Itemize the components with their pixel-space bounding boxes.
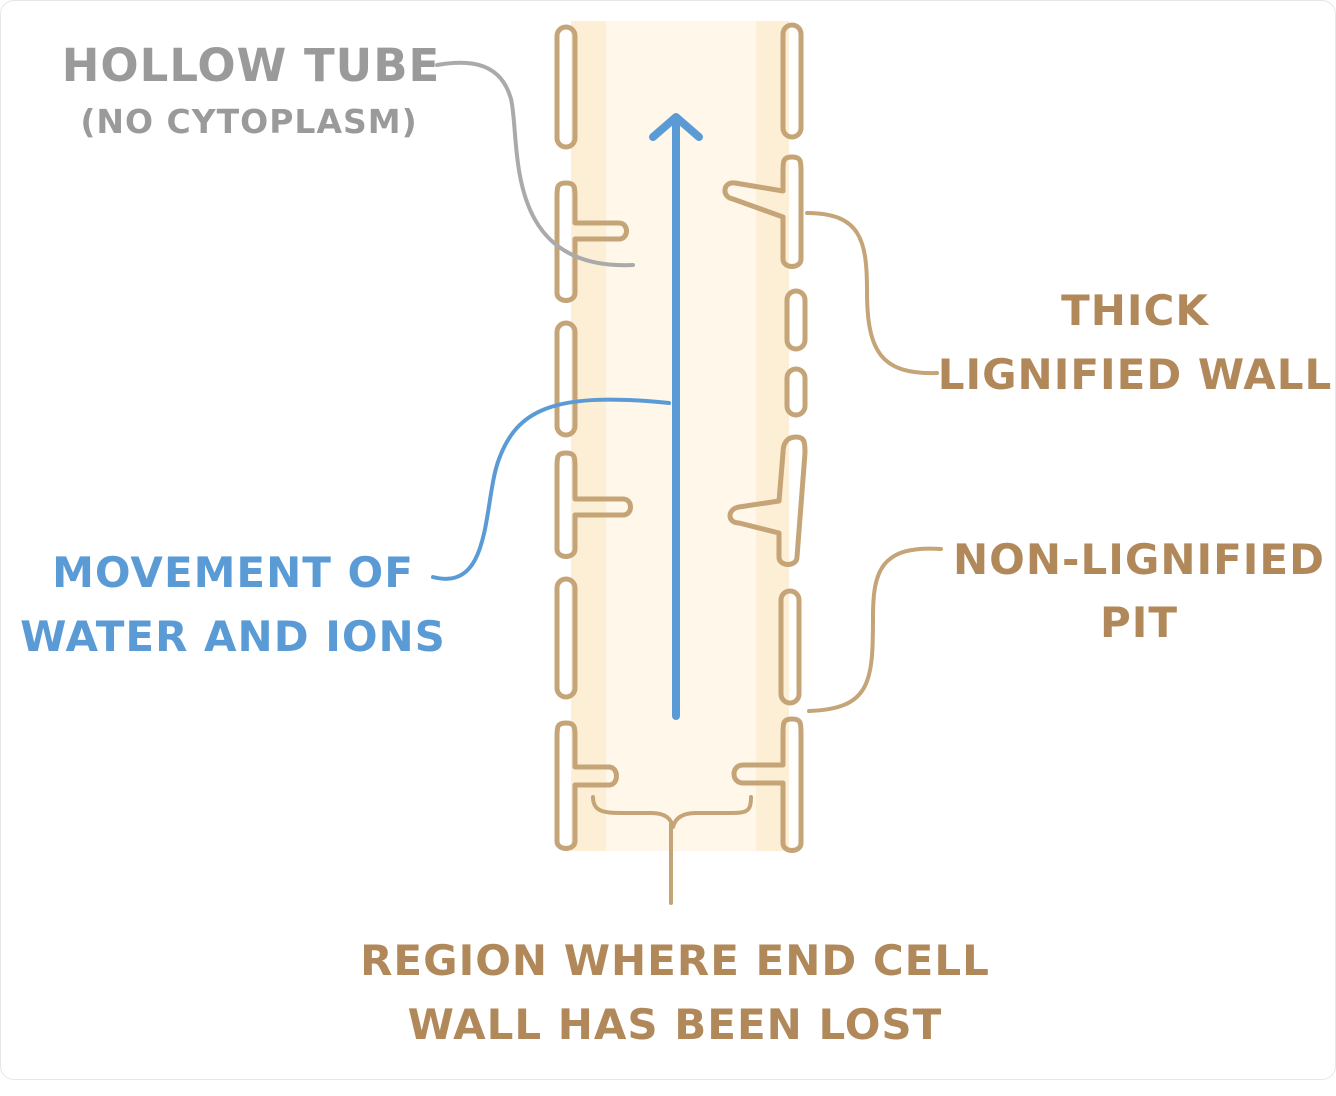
hollow-tube-label-line1: HOLLOW TUBE — [62, 39, 441, 92]
right-wall-segment — [780, 22, 804, 140]
water-flow-arrow — [649, 113, 703, 720]
pit-leader — [807, 546, 943, 713]
thick-wall-label: THICK LIGNIFIED WALL — [938, 286, 1333, 399]
hollow-tube-label-line2: (NO CYTOPLASM) — [80, 102, 417, 141]
right-wall-segment — [784, 288, 808, 352]
left-wall-segment — [554, 180, 629, 303]
end-wall-label: REGION WHERE END CELL WALL HAS BEEN LOST — [360, 936, 990, 1049]
left-wall-segment — [554, 720, 619, 851]
movement-leader — [431, 397, 671, 581]
thick-wall-label-line2: LIGNIFIED WALL — [938, 350, 1333, 399]
right-wall-segment — [784, 366, 808, 418]
thick-wall-label-line1: THICK — [1061, 286, 1209, 335]
right-wall-segment — [778, 588, 802, 706]
left-wall — [554, 24, 633, 851]
tube-lumen-highlight — [606, 21, 756, 851]
right-wall-segment — [722, 154, 804, 269]
left-wall-segment — [554, 576, 578, 700]
hollow-tube-label: HOLLOW TUBE (NO CYTOPLASM) — [62, 39, 441, 141]
movement-label-line1: MOVEMENT OF — [52, 548, 414, 597]
right-wall — [722, 22, 808, 853]
pit-label-line1: NON-LIGNIFIED — [953, 535, 1325, 584]
arrow-head-icon — [649, 113, 703, 141]
right-wall-segment — [731, 716, 804, 853]
pit-label: NON-LIGNIFIED PIT — [953, 535, 1325, 647]
movement-label-line2: WATER AND IONS — [20, 612, 446, 661]
left-wall-segment — [554, 450, 633, 559]
left-wall-segment — [554, 320, 578, 438]
end-wall-label-line2: WALL HAS BEEN LOST — [408, 1000, 943, 1049]
left-wall-segment — [554, 24, 578, 150]
end-wall-label-line1: REGION WHERE END CELL — [360, 936, 990, 985]
hollow-tube-leader — [435, 60, 635, 268]
right-wall-segment — [727, 434, 808, 567]
pit-label-line2: PIT — [1100, 598, 1178, 647]
movement-label: MOVEMENT OF WATER AND IONS — [20, 548, 446, 661]
thick-wall-leader — [805, 211, 939, 376]
